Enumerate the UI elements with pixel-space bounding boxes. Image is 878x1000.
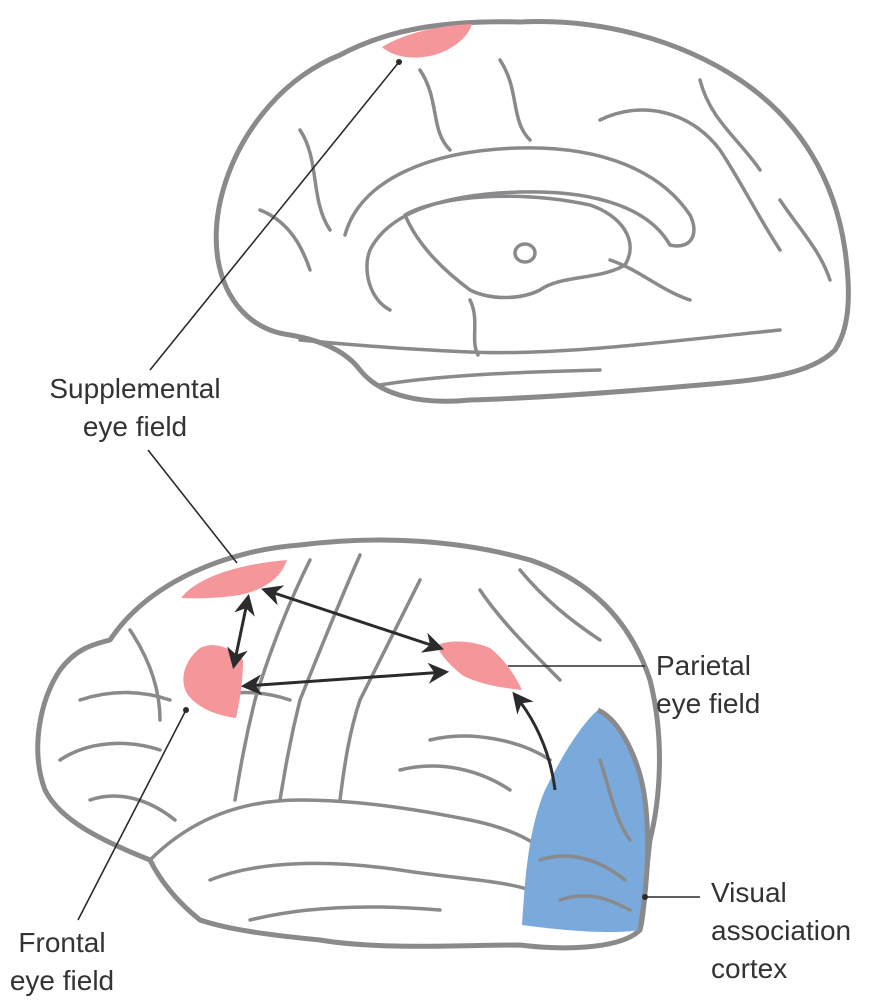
svg-text:eye field: eye field — [83, 411, 187, 442]
arrow-visual-to-pef — [512, 691, 557, 791]
arrow-sef-pef — [261, 585, 444, 653]
corpus-callosum — [343, 146, 696, 312]
arrow-sef-fef — [227, 593, 255, 670]
visual-association-cortex-region — [522, 710, 648, 933]
svg-text:Supplemental: Supplemental — [49, 373, 220, 404]
supplemental-leader-lower — [147, 449, 238, 564]
lateral-sulcus — [148, 798, 547, 862]
label-frontal-eye-field: Frontal eye field — [10, 927, 114, 996]
medial-structure — [513, 242, 537, 264]
label-supplemental-eye-field: Supplemental eye field — [49, 373, 220, 442]
supplemental-eye-field-region — [181, 560, 287, 599]
medial-brain-view — [213, 19, 851, 404]
svg-text:cortex: cortex — [711, 953, 787, 984]
svg-text:association: association — [711, 915, 851, 946]
arrow-fef-pef — [240, 662, 450, 696]
frontal-leader — [77, 709, 187, 921]
svg-text:Frontal: Frontal — [18, 927, 105, 958]
svg-text:Visual: Visual — [711, 877, 787, 908]
supplemental-eye-field-medial-region — [382, 24, 472, 58]
visual-pointer-dot — [642, 894, 648, 900]
supplemental-leader-upper — [149, 61, 400, 371]
label-visual-association-cortex: Visual association cortex — [711, 877, 851, 984]
svg-text:Parietal: Parietal — [656, 650, 751, 681]
medial-brain-outline — [213, 19, 851, 404]
svg-text:eye field: eye field — [656, 688, 760, 719]
label-parietal-eye-field: Parietal eye field — [656, 650, 760, 719]
parietal-eye-field-region — [437, 641, 522, 690]
svg-text:eye field: eye field — [10, 965, 114, 996]
lateral-brain-view — [35, 537, 662, 951]
